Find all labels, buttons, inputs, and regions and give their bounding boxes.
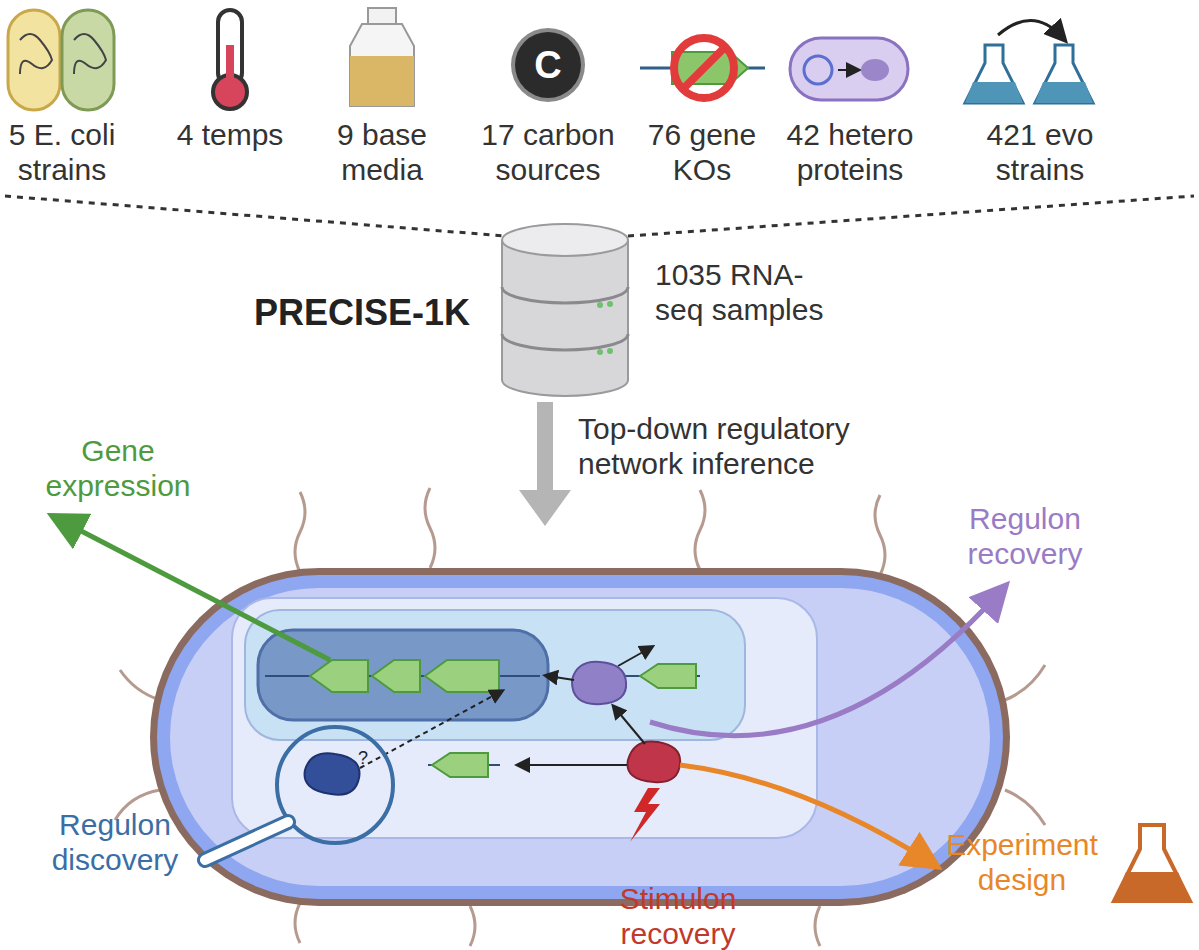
label: Regulon recovery (943, 502, 1108, 571)
cell (150, 568, 1010, 906)
strain-icon (8, 10, 114, 110)
label: 17 carbon sources (461, 118, 636, 187)
label: Top-down regulatory network inference (578, 412, 918, 481)
label: 9 base media (305, 118, 460, 187)
carbon-circle: C (515, 32, 581, 98)
label: 421 evo strains (963, 118, 1118, 187)
label: ? (353, 748, 373, 769)
label: 76 gene KOs (625, 118, 780, 187)
label: 4 temps (160, 118, 300, 153)
title: PRECISE-1K (170, 292, 470, 333)
label: 5 E. coli strains (0, 118, 145, 187)
media-bottle-icon (350, 8, 414, 106)
label: Experiment design (922, 828, 1122, 897)
label: 42 hetero proteins (763, 118, 938, 187)
hetero-protein-icon (790, 38, 908, 100)
label: 1035 RNA-seq samples (655, 258, 833, 327)
label: Gene expression (36, 434, 201, 503)
label: Stimulon recovery (593, 882, 763, 950)
database-icon (502, 224, 628, 396)
thermometer-icon (213, 10, 247, 109)
node-text: C (534, 44, 561, 87)
label: Regulon discovery (30, 808, 200, 877)
knockout-icon (640, 38, 765, 98)
flask-icon (1114, 825, 1190, 901)
evolution-flasks-icon (965, 20, 1093, 103)
